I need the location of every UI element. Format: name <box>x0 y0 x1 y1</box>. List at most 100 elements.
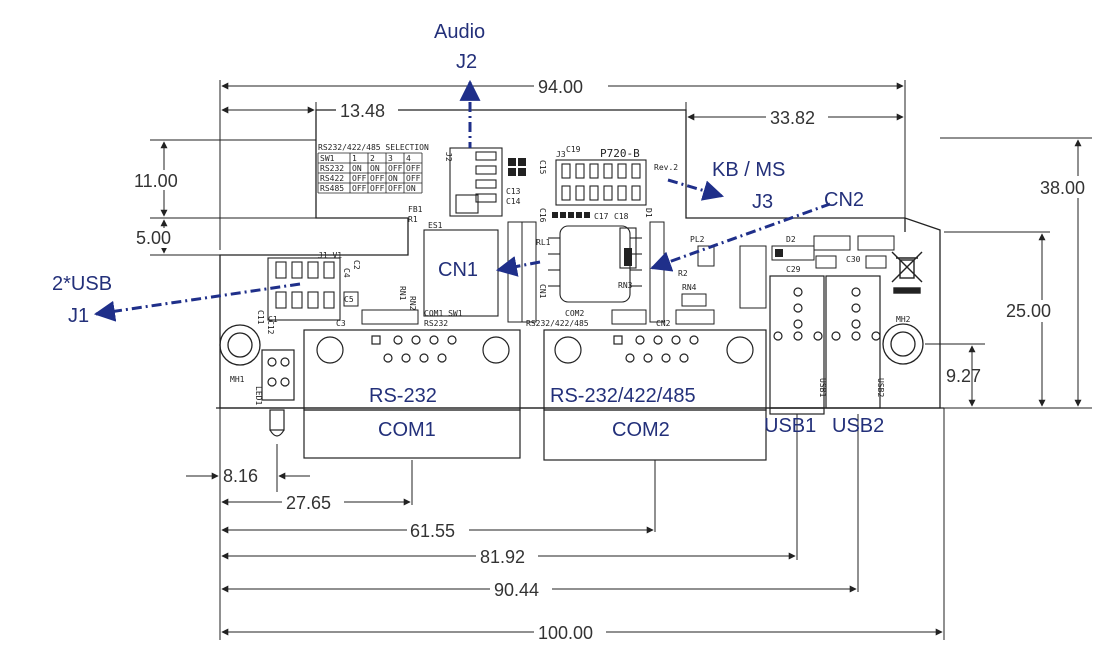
dim-94: 94.00 <box>538 77 583 97</box>
usb-header-j1 <box>267 257 341 321</box>
selection-table-cell: ON <box>352 164 362 173</box>
com1-connector <box>303 329 521 459</box>
j3-label: J3 <box>556 150 566 159</box>
mh1-label: MH1 <box>230 375 245 384</box>
c12-label: C12 <box>266 320 275 335</box>
c5-label: C5 <box>344 295 354 304</box>
c13-label: C13 <box>506 187 521 196</box>
dim-9-27: 9.27 <box>946 366 981 386</box>
revision-label: Rev.2 <box>654 163 678 172</box>
pl2-label: PL2 <box>690 235 705 244</box>
capacitors-c15 <box>508 158 526 176</box>
com2-label: COM2 <box>565 309 584 318</box>
callout-usb: 2*USB <box>52 273 112 295</box>
dim-38: 38.00 <box>1040 178 1085 198</box>
usb2-silk-label: USB2 <box>876 378 885 397</box>
usb2-connector <box>825 275 881 409</box>
port-com1-name: COM1 <box>378 419 436 441</box>
d1-label: D1 <box>644 208 653 218</box>
r2-label: R2 <box>678 269 688 278</box>
selection-table-header-cell: 2 <box>370 154 375 163</box>
c3-label: C3 <box>336 319 346 328</box>
c4-label: C4 <box>342 268 351 278</box>
c29-label: C29 <box>786 265 801 274</box>
model-label: P720-B <box>600 147 640 160</box>
callout-leaders <box>93 79 831 322</box>
rn1-label: RN1 <box>398 286 407 301</box>
selection-table-cell: RS485 <box>320 184 344 193</box>
port-com2-type: RS-232/422/485 <box>550 385 696 407</box>
selection-table-cell: OFF <box>370 174 385 183</box>
cn1-label: CN1 <box>538 284 547 299</box>
com1-sw1-label: COM1 SW1 <box>424 309 463 318</box>
dim-81-92: 81.92 <box>480 547 525 567</box>
j1v1-label: J1 V1 <box>318 251 342 260</box>
selection-table-cell: OFF <box>388 164 403 173</box>
usb1-silk-label: USB1 <box>818 378 827 397</box>
c14-label: C14 <box>506 197 521 206</box>
selection-table-cell: OFF <box>352 174 367 183</box>
rl1-label: RL1 <box>536 238 551 247</box>
c16-c18-parts <box>552 212 590 218</box>
rs232-label: RS232 <box>424 319 448 328</box>
c19-label: C19 <box>566 145 581 154</box>
selection-table-cell: ON <box>388 174 398 183</box>
selection-table-cell: OFF <box>406 174 421 183</box>
selection-table-cell: RS232 <box>320 164 344 173</box>
rn4 <box>675 293 715 325</box>
cn2-header-column <box>649 221 665 323</box>
rn3-label: RN3 <box>618 281 633 290</box>
led1 <box>261 349 295 437</box>
selection-table-header-cell: 4 <box>406 154 411 163</box>
selection-table-header-cell: 1 <box>352 154 357 163</box>
dim-13-48: 13.48 <box>340 101 385 121</box>
dim-90-44: 90.44 <box>494 580 539 600</box>
c2-label: C2 <box>352 260 361 270</box>
d2-marker <box>775 249 783 257</box>
selection-table-header-cell: 3 <box>388 154 393 163</box>
led1-label: LED1 <box>254 386 263 405</box>
callout-audio: Audio <box>434 21 485 43</box>
dim-5: 5.00 <box>136 228 171 248</box>
d2-label: D2 <box>786 235 796 244</box>
usb1-connector <box>769 275 825 415</box>
selection-table-title: RS232/422/485 SELECTION <box>318 143 429 152</box>
selection-table-cell: ON <box>406 184 416 193</box>
mounting-hole-mh2 <box>882 323 924 365</box>
selection-table-cell: OFF <box>370 184 385 193</box>
callout-usb-j1: J1 <box>68 305 89 327</box>
selection-table-cell: OFF <box>388 184 403 193</box>
dimension-labels: 94.00 13.48 33.82 11.00 5.00 38.00 25.00… <box>132 76 1104 643</box>
kbms-connector-j3 <box>555 159 647 206</box>
mh2-label: MH2 <box>896 315 911 324</box>
c18-label: C18 <box>614 212 629 221</box>
rn2-label: RN2 <box>408 296 417 311</box>
c1-label: C1 <box>268 315 278 324</box>
pl2-block <box>697 245 767 309</box>
dim-100: 100.00 <box>538 623 593 643</box>
port-com2-name: COM2 <box>612 419 670 441</box>
selection-table-header-cell: SW1 <box>320 154 335 163</box>
cn2-silk-label: CN2 <box>656 319 671 328</box>
callout-cn2: CN2 <box>824 189 864 211</box>
rn4-label: RN4 <box>682 283 697 292</box>
audio-connector-j2 <box>449 147 503 217</box>
c16-label: C16 <box>538 208 547 223</box>
selection-table-cell: OFF <box>406 164 421 173</box>
selection-table-cell: ON <box>370 164 380 173</box>
c11-label: C11 <box>256 310 265 325</box>
es1-label: ES1 <box>428 221 443 230</box>
rn3 <box>611 309 647 325</box>
fb1-label: FB1 <box>408 205 423 214</box>
c17-label: C17 <box>594 212 609 221</box>
callout-labels: Audio J2 KB / MS J3 CN2 CN1 2*USB J1 <box>52 21 864 327</box>
r1-label: R1 <box>408 215 418 224</box>
weee-bin-icon <box>891 251 923 294</box>
port-usb1: USB1 <box>764 415 816 437</box>
callout-cn1: CN1 <box>438 259 478 281</box>
c15-label: C15 <box>538 160 547 175</box>
callout-kbms-j3: J3 <box>752 191 773 213</box>
selection-table-cell: RS422 <box>320 174 344 183</box>
rn-pads <box>343 291 419 325</box>
